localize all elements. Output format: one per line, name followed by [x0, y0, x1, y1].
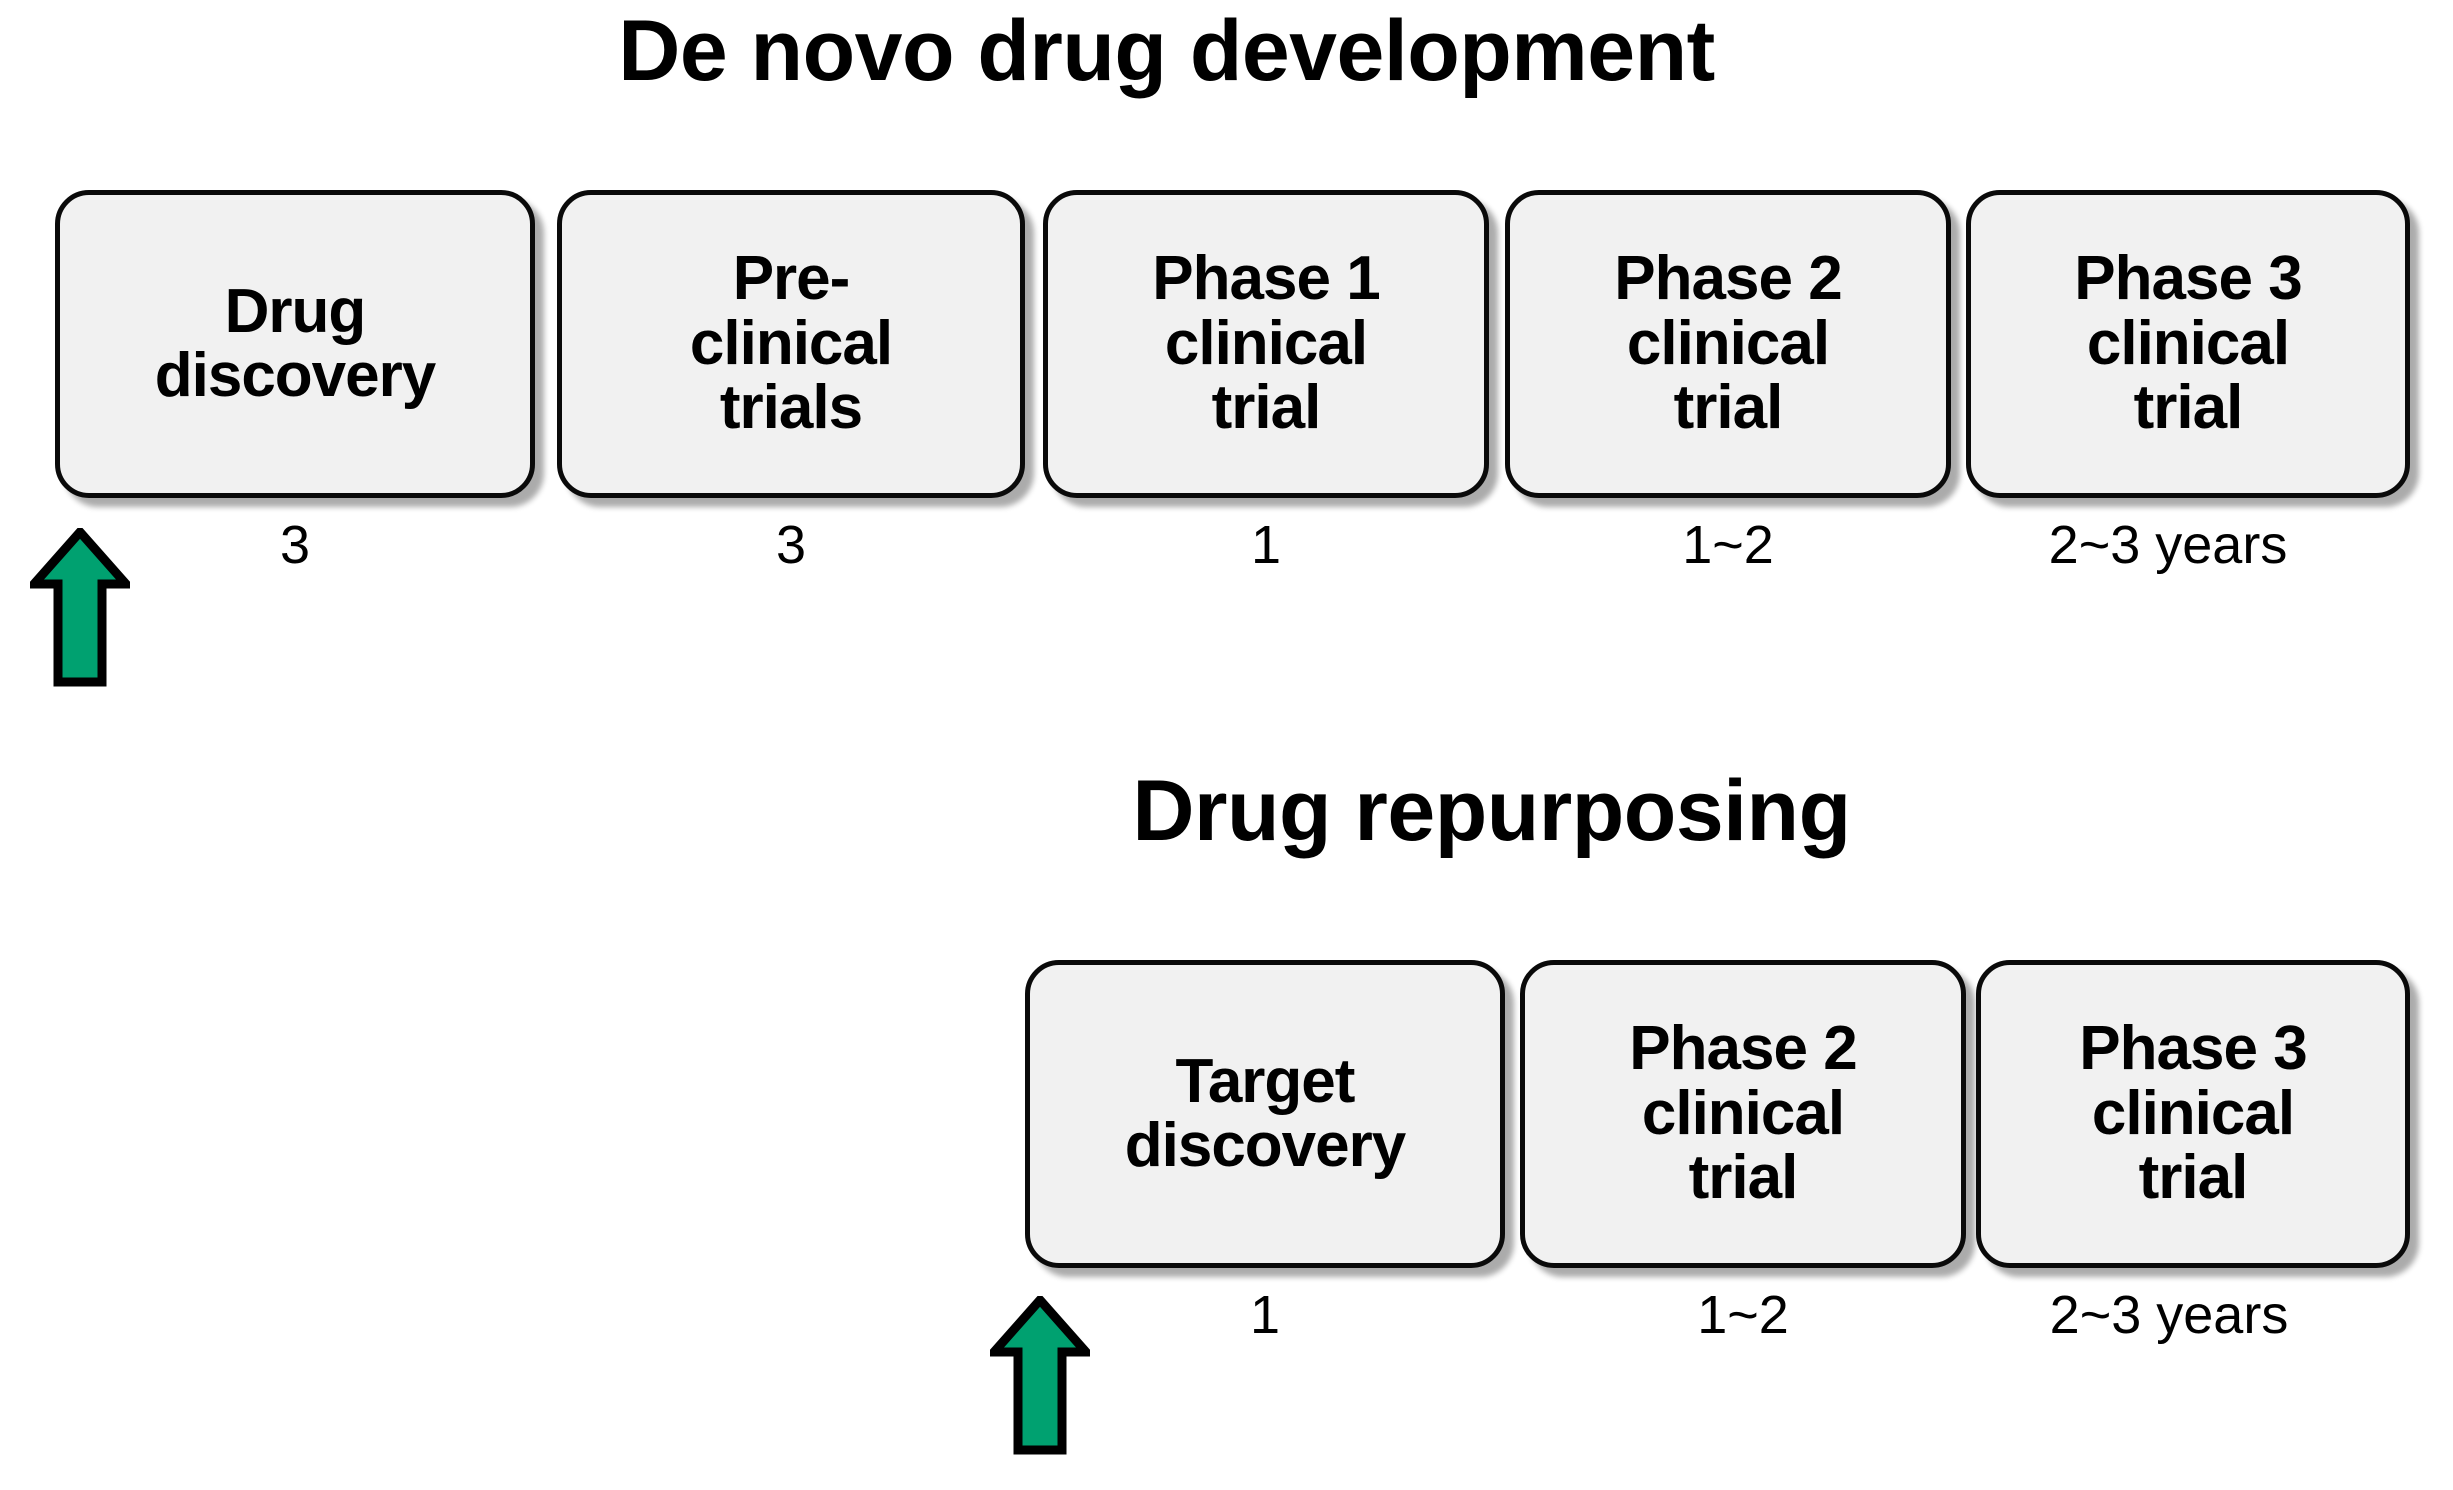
duration-pre-clinical-trials: 3	[775, 515, 807, 575]
duration-target-discovery: 1	[1249, 1285, 1281, 1345]
stage-box-repurposing-phase-2-clinical-trial[interactable]: Phase 2 clinical trial	[1520, 960, 1966, 1268]
stage-label: Phase 3 clinical trial	[2074, 244, 2302, 443]
stage-box-repurposing-phase-3-clinical-trial[interactable]: Phase 3 clinical trial	[1976, 960, 2410, 1268]
stage-box-pre-clinical-trials[interactable]: Pre- clinical trials	[557, 190, 1025, 498]
stage-label: Target discovery	[1124, 1046, 1407, 1180]
stage-label: Phase 3 clinical trial	[2079, 1014, 2307, 1213]
duration-drug-discovery: 3	[279, 515, 311, 575]
stage-label: Phase 2 clinical trial	[1629, 1014, 1857, 1213]
section-title-de-novo: De novo drug development	[618, 3, 1715, 99]
duration-phase-3-clinical-trial: 2~3 years	[2048, 515, 2288, 575]
entry-point-arrow-repurposing	[990, 1296, 1090, 1456]
duration-phase-1-clinical-trial: 1	[1250, 515, 1282, 575]
stage-box-phase-3-clinical-trial[interactable]: Phase 3 clinical trial	[1966, 190, 2410, 498]
stage-label: Phase 2 clinical trial	[1614, 244, 1842, 443]
duration-repurposing-phase-2-clinical-trial: 1~2	[1697, 1285, 1789, 1345]
entry-point-arrow-de-novo	[30, 528, 130, 688]
duration-phase-2-clinical-trial: 1~2	[1682, 515, 1774, 575]
duration-repurposing-phase-3-clinical-trial: 2~3 years	[2049, 1285, 2289, 1345]
stage-label: Phase 1 clinical trial	[1152, 244, 1380, 443]
stage-box-phase-1-clinical-trial[interactable]: Phase 1 clinical trial	[1043, 190, 1489, 498]
stage-box-phase-2-clinical-trial[interactable]: Phase 2 clinical trial	[1505, 190, 1951, 498]
stage-label: Pre- clinical trials	[689, 244, 893, 443]
stage-box-drug-discovery[interactable]: Drug discovery	[55, 190, 535, 498]
stage-box-target-discovery[interactable]: Target discovery	[1025, 960, 1505, 1268]
section-title-drug-repurposing: Drug repurposing	[1132, 763, 1851, 859]
stage-label: Drug discovery	[154, 276, 437, 410]
